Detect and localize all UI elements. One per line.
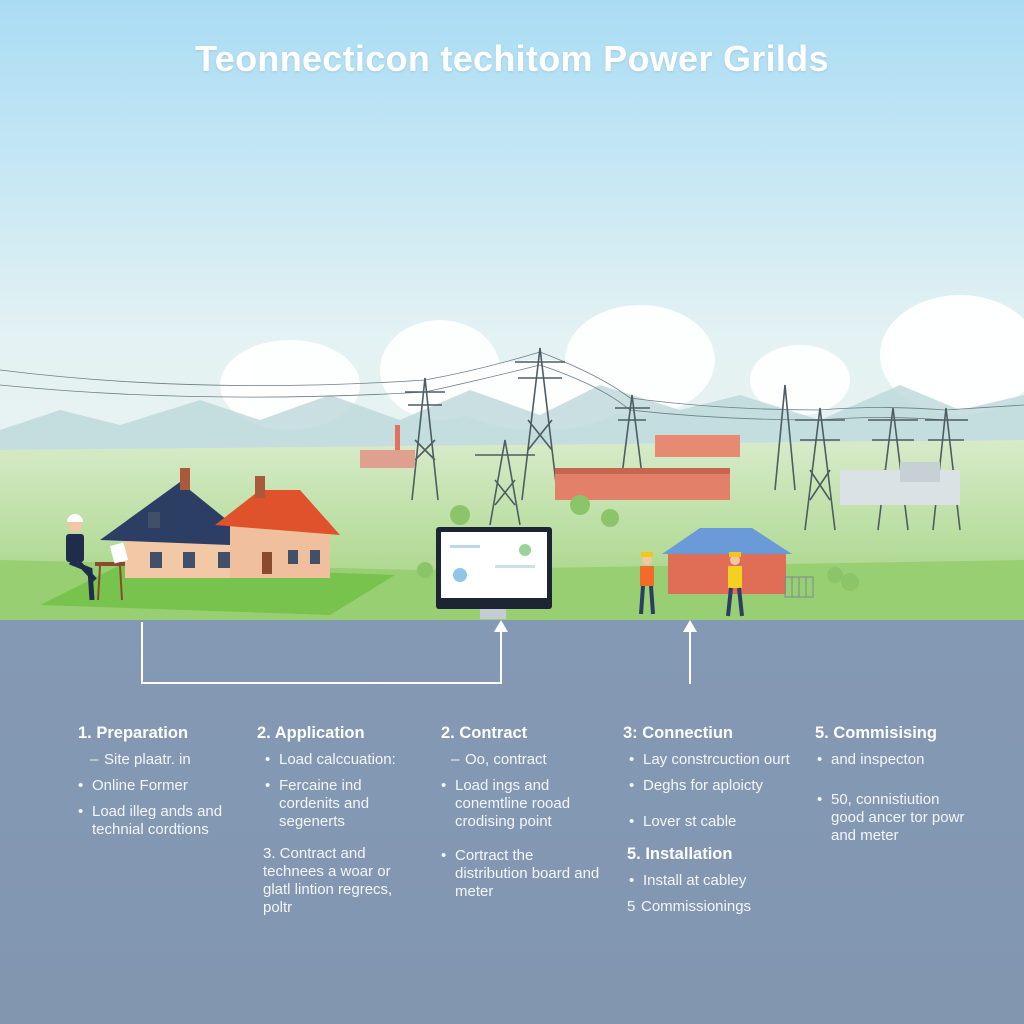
- workers-icon: [639, 552, 744, 617]
- bullet: 5: [627, 898, 636, 915]
- step-heading: 2. Application: [257, 724, 365, 742]
- engineer-at-desk-icon: [66, 514, 129, 601]
- bullet: •: [78, 777, 84, 794]
- trees: [417, 495, 859, 591]
- step-item: Commissionings: [641, 898, 752, 915]
- step-subheading-installation: 5. Installation: [627, 845, 733, 863]
- bullet: •: [817, 791, 823, 808]
- step-item: Site plaatr. in: [104, 751, 191, 768]
- factories: [360, 425, 960, 505]
- step-item: Deghs for aploicty: [643, 777, 764, 794]
- step-item: Lover st cable: [643, 813, 737, 830]
- bullet: –: [90, 751, 99, 768]
- step-item: Lay constrcuction ourt: [643, 751, 790, 768]
- step-item: Online Former: [92, 777, 188, 794]
- step-item: Load calccuation:: [279, 751, 396, 768]
- step-item: Load illeg ands and technial cordtions: [92, 803, 223, 838]
- bullet: •: [265, 751, 271, 768]
- computer-monitor-icon: [436, 527, 552, 619]
- step-heading: 2. Contract: [441, 724, 528, 742]
- bullet: •: [629, 872, 635, 889]
- step-heading: 1. Preparation: [78, 724, 189, 742]
- step-subheading: 3. Contract and technees a woar or glatl…: [263, 845, 393, 916]
- page-title: Teonnecticon techitom Power Grilds: [195, 38, 829, 79]
- steps-panel: [0, 620, 1024, 1024]
- bullet: –: [451, 751, 460, 768]
- shed-icon: [662, 528, 792, 594]
- step-commissioning: 5. Commisising • and inspecton • 50, conni…: [815, 724, 975, 853]
- step-connection: 3: Connectiun • Lay constrcuction ourt • D…: [623, 724, 793, 924]
- bullet: •: [78, 803, 84, 820]
- step-preparation: 1. Preparation –Site plaatr. in • Online …: [78, 724, 248, 847]
- arrowhead-icon: [683, 620, 697, 632]
- step-item: Cortract the distribution board and mete…: [455, 847, 600, 900]
- step-item: 50, connistiution good ancer tor powr an…: [831, 791, 965, 844]
- bullet: •: [629, 751, 635, 768]
- step-item: Install at cabley: [643, 872, 747, 889]
- step-heading: 5. Commisising: [815, 724, 937, 742]
- bullet: •: [441, 847, 447, 864]
- bullet: •: [441, 777, 447, 794]
- step-application: 2. Application • Load calccuation: • Ferca…: [257, 724, 417, 925]
- step-item: Fercaine ind cordenits and segenerts: [279, 777, 370, 830]
- step-item: Load ings and conemtline rooad crodising…: [455, 777, 571, 830]
- step-contract: 2. Contract –Oo, contract • Load ings and…: [441, 724, 601, 909]
- power-grid-scene: [0, 0, 1024, 622]
- step-item: Oo, contract: [465, 751, 547, 768]
- arrowhead-icon: [494, 620, 508, 632]
- bullet: •: [629, 777, 635, 794]
- bullet: •: [265, 777, 271, 794]
- fence: [784, 576, 814, 598]
- bullet: •: [629, 813, 635, 830]
- step-heading: 3: Connectiun: [623, 724, 733, 742]
- step-item: and inspecton: [831, 751, 925, 768]
- bullet: •: [817, 751, 823, 768]
- pylons: [405, 347, 968, 531]
- house-icon: [100, 468, 340, 578]
